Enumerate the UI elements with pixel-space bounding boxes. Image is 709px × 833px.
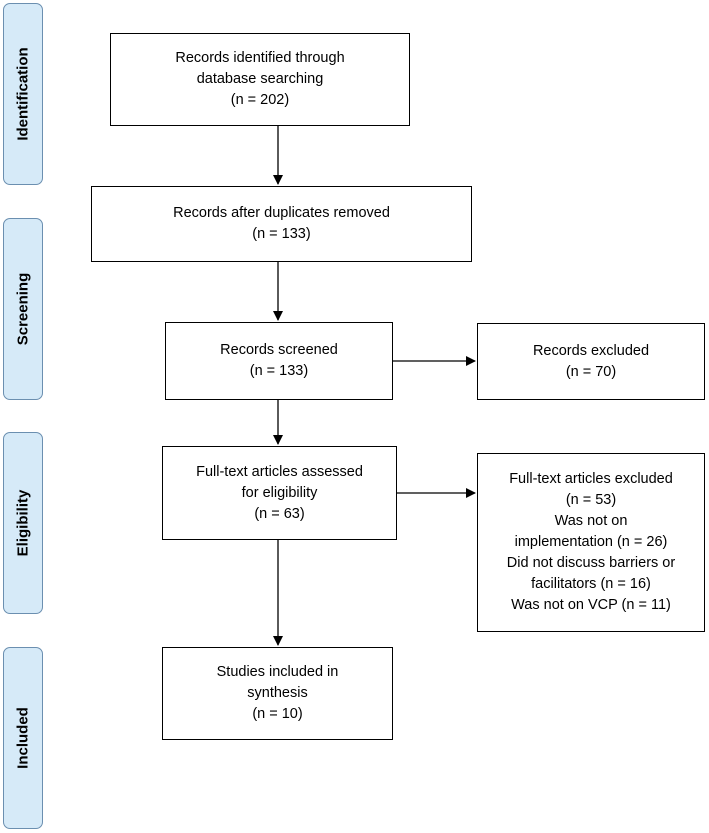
box-line: for eligibility [241,484,318,501]
box-line: Records identified through [175,50,345,66]
box-line: Full-text articles excluded [509,471,673,487]
box-records-screened: Records screened (n = 133) [165,322,393,400]
box-studies-included: Studies included in synthesis (n = 10) [162,647,393,740]
box-count: (n = 63) [254,505,305,522]
stage-eligibility: Eligibility [3,432,43,614]
box-line: Was not on VCP (n = 11) [511,597,671,613]
box-count: (n = 133) [252,226,311,242]
box-line: database searching [196,71,324,87]
box-records-excluded: Records excluded (n = 70) [477,323,705,400]
box-line: Studies included in [216,664,339,680]
box-line: Records after duplicates removed [173,205,390,221]
box-line: Did not discuss barriers or [506,555,676,571]
stage-included: Included [3,647,43,829]
box-line: implementation (n = 26) [514,534,668,550]
box-count: (n = 53) [565,492,617,508]
box-fulltext-excluded: Full-text articles excluded (n = 53) Was… [477,453,705,632]
box-count: (n = 70) [565,363,617,380]
box-fulltext-assessed: Full-text articles assessed for eligibil… [162,446,397,540]
stage-identification: Identification [3,3,43,185]
box-line: facilitators (n = 16) [531,576,651,592]
box-line: synthesis [247,685,308,701]
box-line: Was not on [554,513,628,529]
box-count: (n = 202) [230,92,290,108]
box-duplicates-removed: Records after duplicates removed (n = 13… [91,186,472,262]
stage-screening: Screening [3,218,43,400]
box-count: (n = 10) [252,706,303,722]
box-line: Records screened [220,342,338,358]
box-records-identified: Records identified through database sear… [110,33,410,126]
box-line: Full-text articles assessed [196,463,363,480]
box-count: (n = 133) [249,363,309,379]
box-line: Records excluded [532,342,650,359]
